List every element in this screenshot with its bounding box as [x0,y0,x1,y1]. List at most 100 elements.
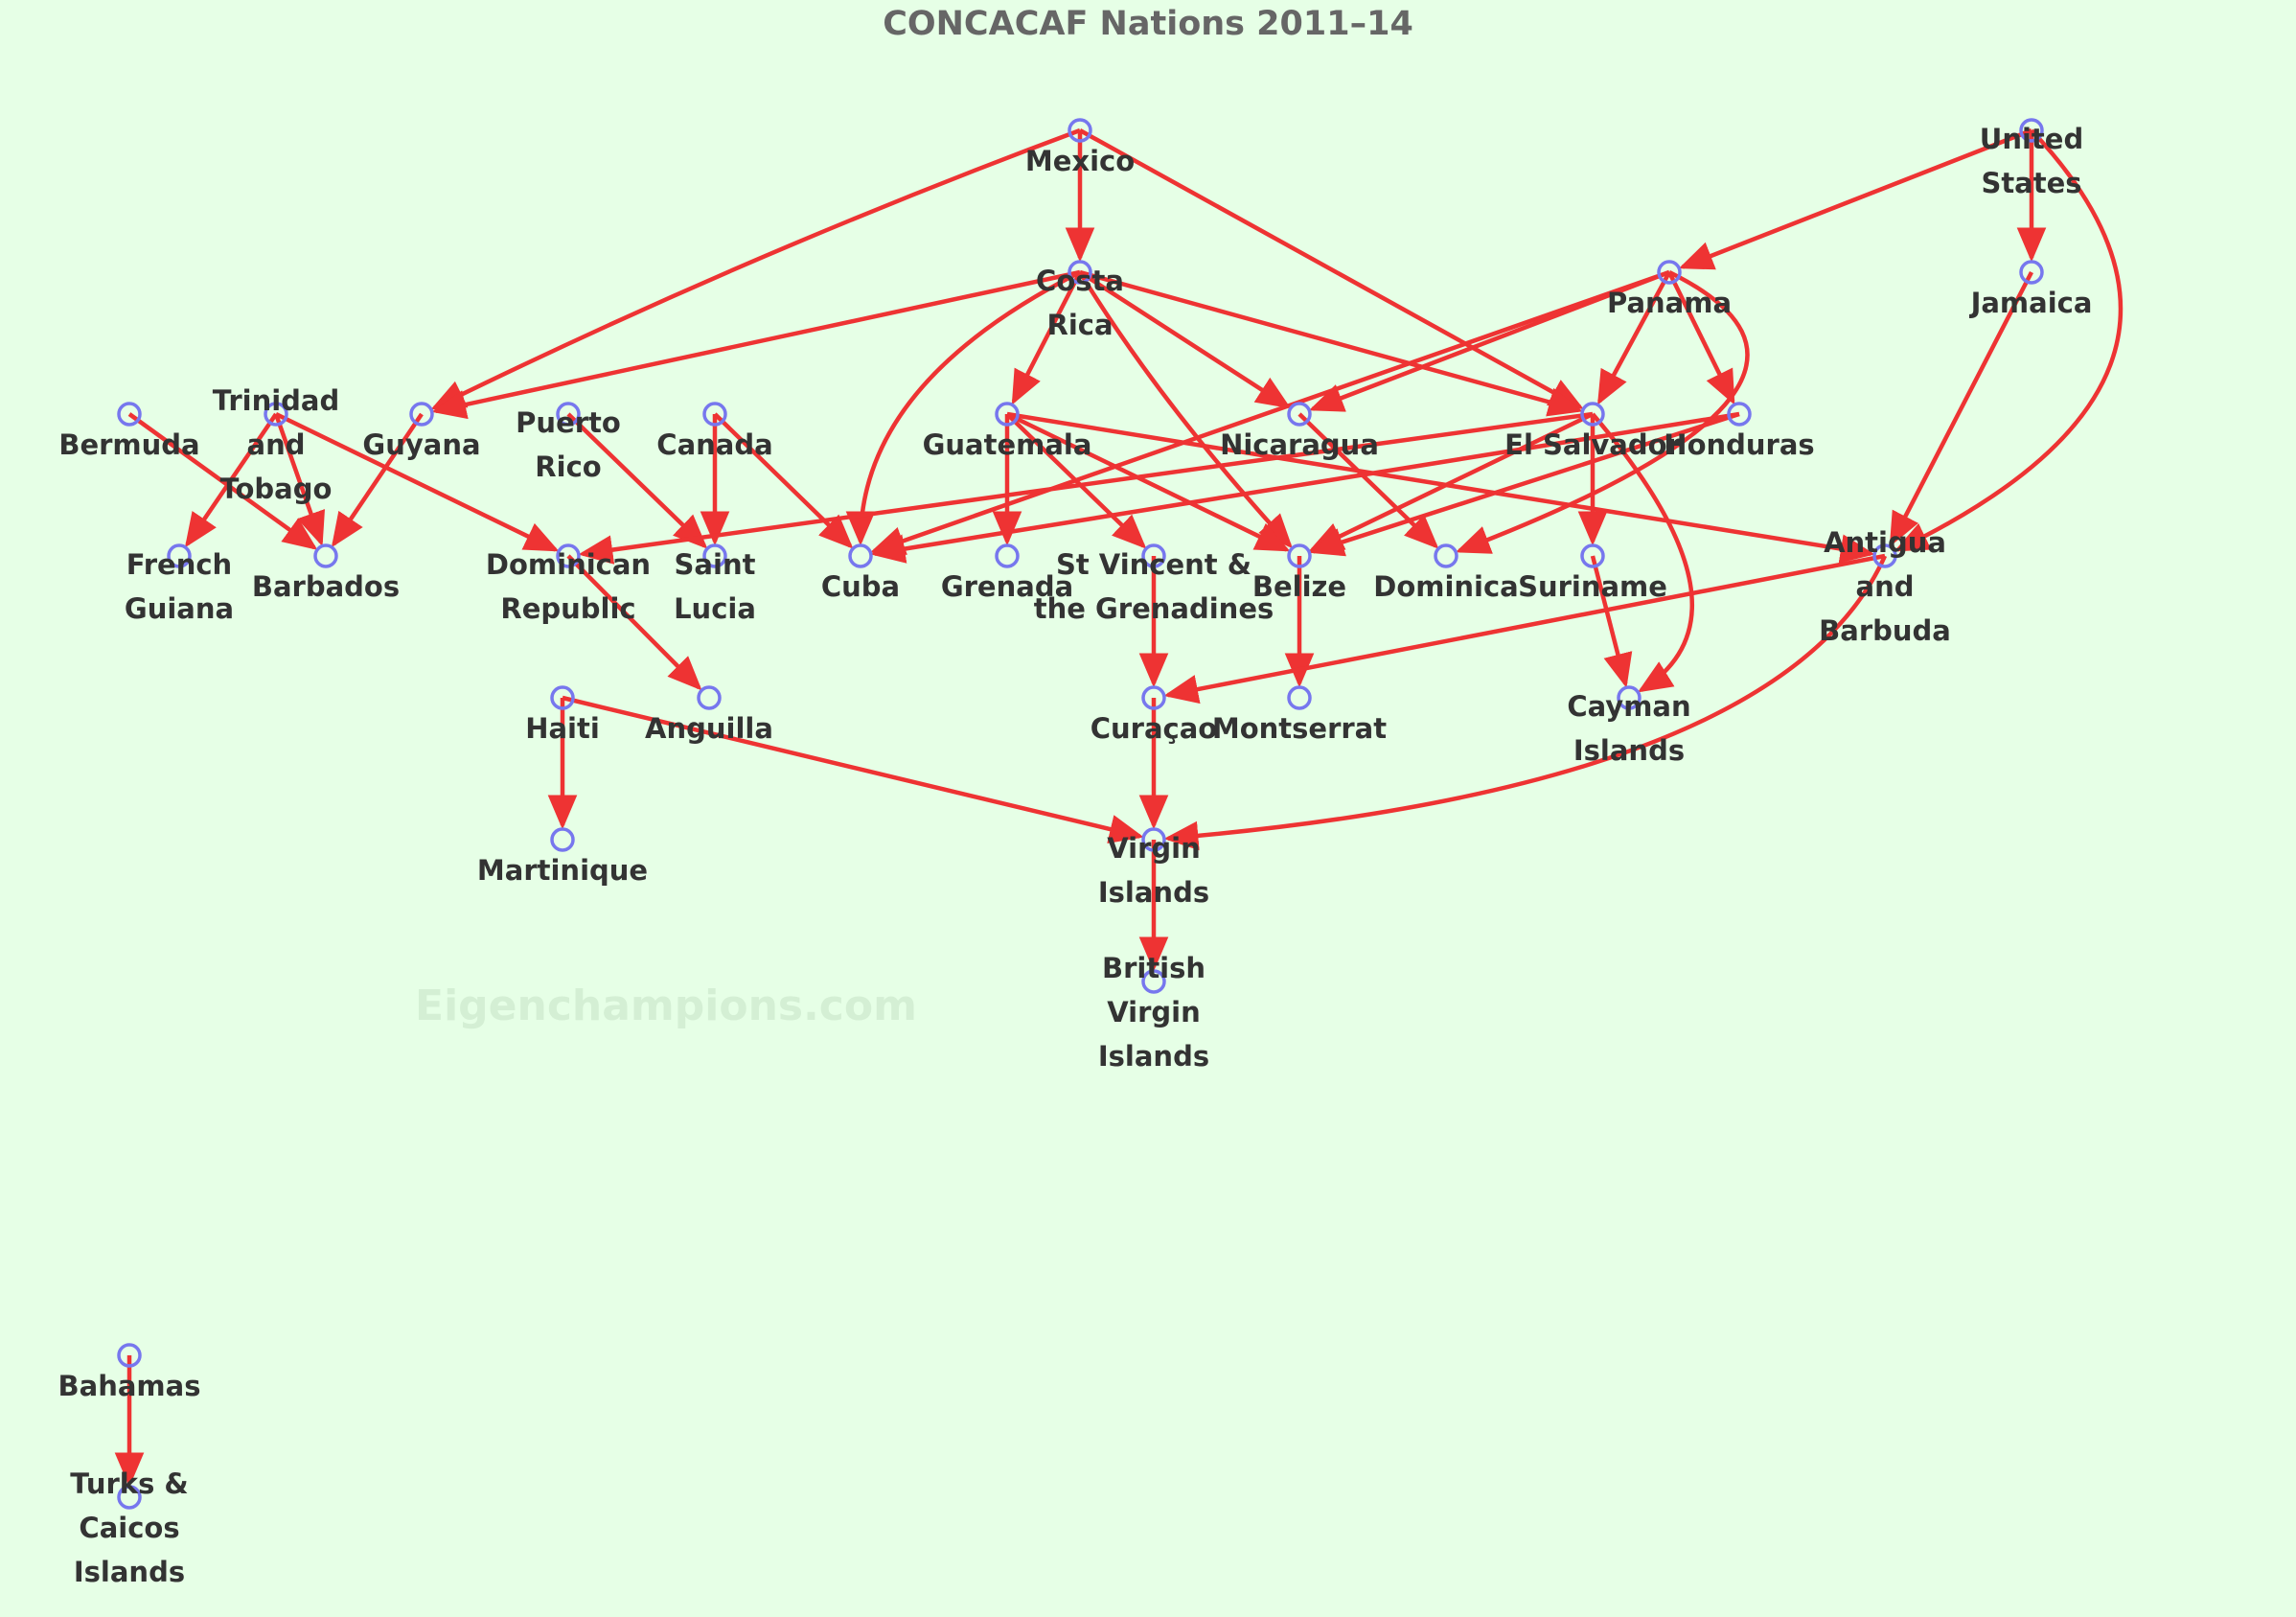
node-st-vincent[interactable] [1141,543,1166,568]
node-saint-lucia[interactable] [702,543,727,568]
node-label-nicaragua: Nicaragua [1220,428,1379,461]
edge-panama-to-el_salvador [1596,270,1671,405]
node-label-line: and [247,428,306,461]
node-antigua[interactable] [1872,543,1897,568]
node-label-line: Republic [500,592,635,625]
node-haiti[interactable] [550,685,575,710]
node-bahamas[interactable] [117,1343,142,1368]
edge-panama-to-cuba [869,269,1670,555]
node-label-line: Caicos [79,1512,179,1544]
node-bermuda[interactable] [117,402,142,427]
node-puerto-rico[interactable] [556,402,581,427]
node-label-guatemala: Guatemala [923,428,1092,461]
node-label-panama: Panama [1607,287,1732,319]
node-barbados[interactable] [313,543,338,568]
node-label-line: Belize [1252,570,1346,603]
node-jamaica[interactable] [2019,260,2044,285]
edge-costa_rica-to-belize [1078,270,1293,549]
node-bvi[interactable] [1141,969,1166,994]
node-label-line: British [1102,952,1205,984]
watermark: Eigenchampions.com [415,982,917,1030]
node-label-line: Grenada [941,570,1073,603]
node-label-mexico: Mexico [1025,145,1135,177]
node-label-line: Guatemala [923,428,1092,461]
node-label-line: Islands [1573,734,1685,767]
node-panama[interactable] [1657,260,1682,285]
node-suriname[interactable] [1580,543,1605,568]
node-curacao[interactable] [1141,685,1166,710]
node-cuba[interactable] [848,543,873,568]
node-belize[interactable] [1287,543,1312,568]
node-martinique[interactable] [550,827,575,852]
edge-costa_rica-to-nicaragua [1078,270,1292,409]
node-turks-caicos[interactable] [117,1485,142,1510]
edge-el_salvador-to-cayman [1591,412,1694,693]
node-label-martinique: Martinique [477,854,648,887]
node-label-montserrat: Montserrat [1212,712,1387,745]
node-label-curacao: Curaçao [1091,712,1217,745]
node-label-line: Barbuda [1819,614,1951,647]
node-label-line: Rica [1046,309,1113,341]
node-montserrat[interactable] [1287,685,1312,710]
nodes-layer [117,118,2044,1510]
node-label-line: Islands [1098,876,1209,909]
node-label-line: Mexico [1025,145,1135,177]
node-label-line: Turks & [70,1467,188,1500]
node-label-grenada: Grenada [941,570,1073,603]
node-virgin-islands[interactable] [1141,827,1166,852]
node-guyana[interactable] [409,402,434,427]
node-costa-rica[interactable] [1068,260,1092,285]
node-label-line: Islands [1098,1040,1209,1073]
node-label-line: Jamaica [1969,287,2093,319]
node-mexico[interactable] [1068,118,1092,143]
edge-bermuda-to-barbados [127,412,318,550]
edge-usa-to-antigua [1894,128,2124,552]
edge-costa_rica-to-el_salvador [1079,269,1583,417]
chart-title: CONCACAF Nations 2011–14 [883,5,1413,43]
node-label-line: Panama [1607,287,1732,319]
node-anguilla[interactable] [697,685,722,710]
node-nicaragua[interactable] [1287,402,1312,427]
node-label-line: El Salvador [1504,428,1681,461]
node-usa[interactable] [2019,118,2044,143]
node-label-bermuda: Bermuda [58,428,199,461]
edge-mexico-to-guyana [430,127,1081,410]
edge-costa_rica-to-guatemala [1011,270,1083,405]
node-label-line: United [1980,123,2083,155]
edge-haiti-to-virgin_islands [562,695,1144,844]
node-french-guiana[interactable] [167,543,192,568]
node-label-line: the Grenadines [1034,592,1274,625]
node-label-canada: Canada [656,428,772,461]
node-label-line: Islands [74,1556,185,1588]
node-label-dominica: Dominica [1373,570,1519,603]
node-label-line: Martinique [477,854,648,887]
node-label-line: Bahamas [58,1370,201,1402]
node-guatemala[interactable] [995,402,1020,427]
edge-puerto_rico-to-saint_lucia [566,412,708,549]
edge-el_salvador-to-belize [1308,411,1594,552]
node-el-salvador[interactable] [1580,402,1605,427]
node-label-belize: Belize [1252,570,1346,603]
edge-guatemala-to-antigua [1006,411,1875,564]
edge-dominican_rep-to-anguilla [566,554,702,691]
node-label-suriname: Suriname [1518,570,1667,603]
node-label-line: Bermuda [58,428,199,461]
node-cayman[interactable] [1617,685,1642,710]
node-label-line: Cuba [821,570,900,603]
node-dominica[interactable] [1434,543,1458,568]
node-honduras[interactable] [1727,402,1752,427]
node-canada[interactable] [702,402,727,427]
node-label-barbados: Barbados [252,570,400,603]
edge-antigua-to-virgin_islands [1163,555,1888,851]
node-dominican-rep[interactable] [556,543,581,568]
node-label-line: Honduras [1664,428,1814,461]
node-grenada[interactable] [995,543,1020,568]
node-trinidad[interactable] [264,402,288,427]
